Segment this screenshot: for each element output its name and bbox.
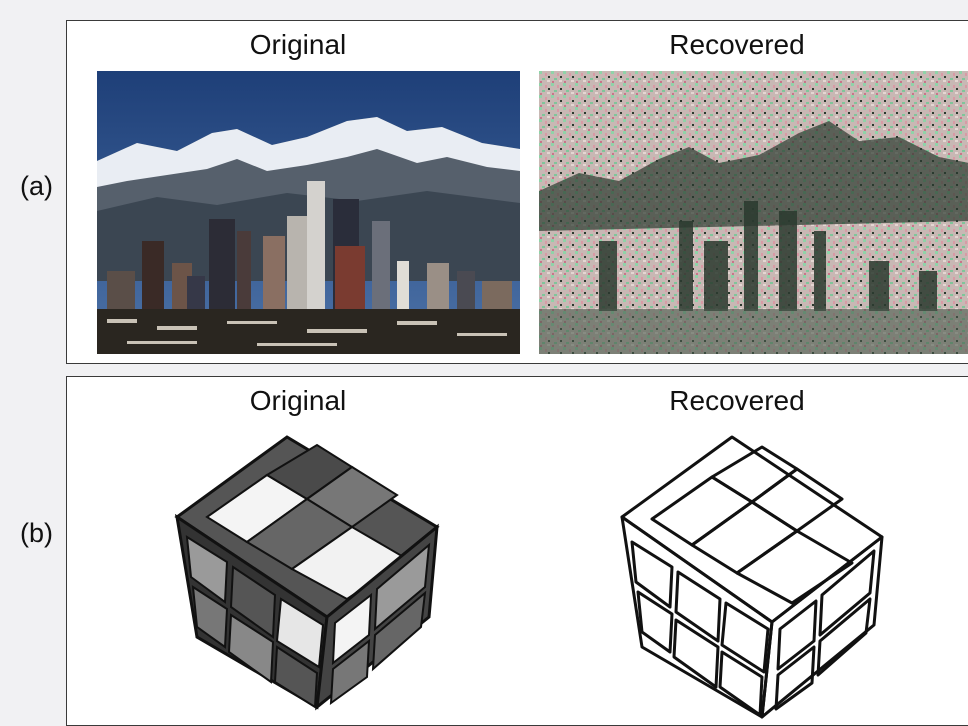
figure-panel-a: Original Recovered <box>66 20 968 364</box>
row-label-a: (a) <box>20 171 53 201</box>
original-cube-image <box>174 435 440 711</box>
title-original-b: Original <box>249 385 347 416</box>
title-recovered-a: Recovered <box>669 29 805 60</box>
title-recovered-b: Recovered <box>669 385 805 416</box>
title-original-a: Original <box>249 29 347 60</box>
figure-panel-b: Original Recovered <box>66 376 968 726</box>
recovered-cube-image <box>620 435 884 719</box>
row-label-b: (b) <box>20 518 53 548</box>
original-city-image <box>97 71 520 354</box>
recovered-city-image <box>539 71 968 354</box>
